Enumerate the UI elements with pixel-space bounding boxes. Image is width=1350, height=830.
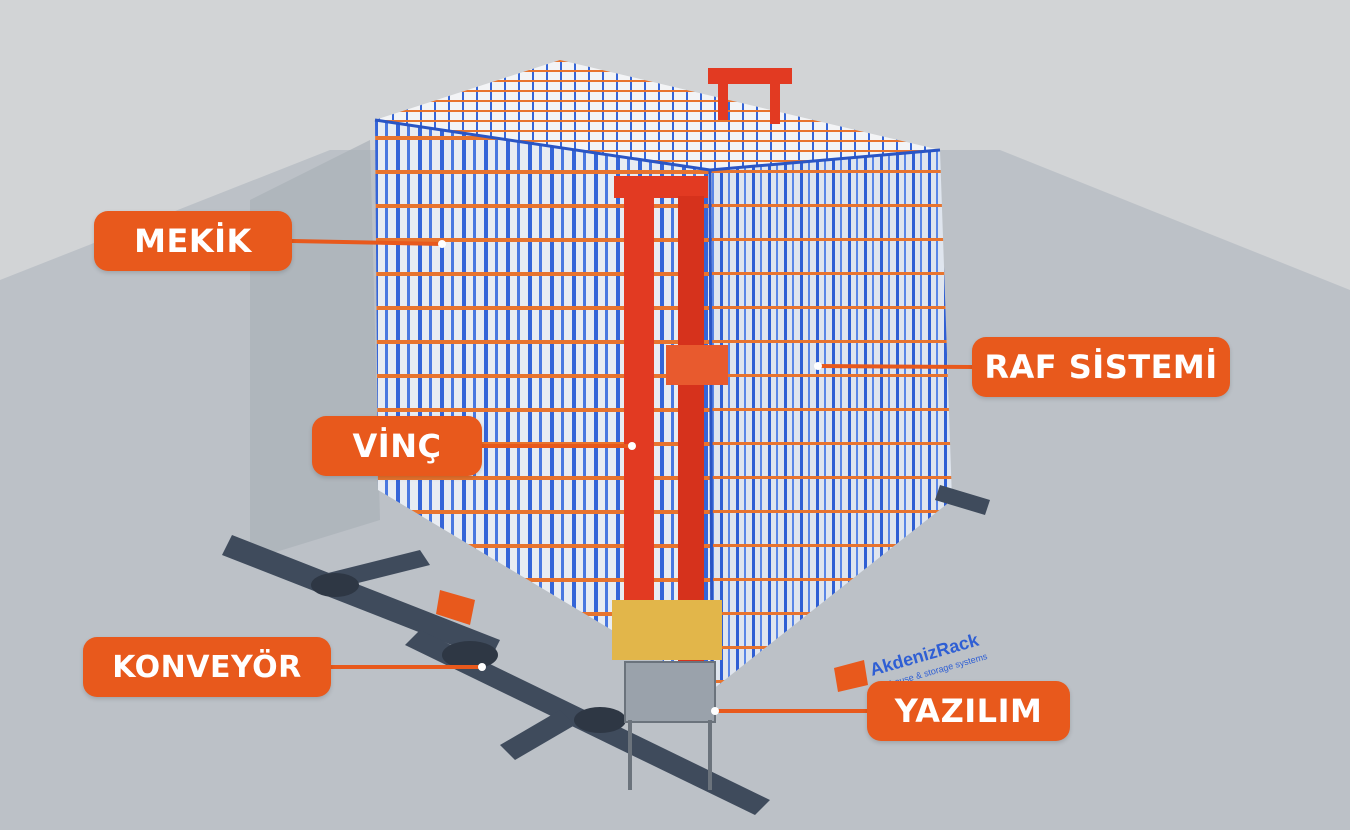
conveyor-left	[222, 535, 500, 660]
crane-mast-right	[678, 196, 704, 666]
crane-carriage	[666, 345, 728, 385]
conveyor-far-right	[935, 485, 990, 515]
brand-logo-mark	[834, 660, 868, 692]
workstation-leg	[708, 720, 712, 790]
rack-system-dot	[814, 362, 822, 370]
rack-shadow	[250, 140, 380, 560]
crane-base	[612, 600, 722, 660]
conveyor-right	[500, 710, 575, 760]
brand-logo-mark	[436, 590, 475, 625]
conveyor-dot	[478, 663, 486, 671]
crane-top-leg-right	[770, 84, 780, 124]
callout-software-label: YAZILIM	[894, 692, 1043, 730]
callout-connectors	[291, 239, 973, 713]
callout-crane-label: VİNÇ	[352, 427, 442, 465]
callout-rack-system: RAF SİSTEMİ	[972, 337, 1230, 397]
shuttle-dot	[438, 240, 446, 248]
callout-crane: VİNÇ	[312, 416, 482, 476]
workstation-leg	[628, 720, 632, 790]
crane-dot	[628, 442, 636, 450]
crane-mast-header	[614, 176, 708, 198]
workstation-platform	[624, 661, 716, 723]
callout-software: YAZILIM	[867, 681, 1070, 741]
rack-top	[375, 60, 940, 170]
crane-top-leg-left	[718, 84, 728, 120]
rack-side-face	[710, 150, 952, 690]
software-dot	[711, 707, 719, 715]
conveyor-turntable	[574, 707, 626, 733]
crane-mast-left	[624, 196, 654, 656]
callout-conveyor: KONVEYÖR	[83, 637, 331, 697]
crane-top-frame	[708, 68, 792, 84]
conveyor-turntable	[442, 641, 498, 669]
callout-shuttle: MEKİK	[94, 211, 292, 271]
conveyor-turntable	[311, 573, 359, 597]
callout-rack-system-label: RAF SİSTEMİ	[984, 348, 1218, 386]
shuttle-connector	[291, 239, 443, 246]
connector-dots	[438, 240, 822, 715]
rack-system-connector	[817, 364, 973, 369]
callout-shuttle-label: MEKİK	[134, 222, 252, 260]
callout-conveyor-label: KONVEYÖR	[112, 649, 302, 685]
